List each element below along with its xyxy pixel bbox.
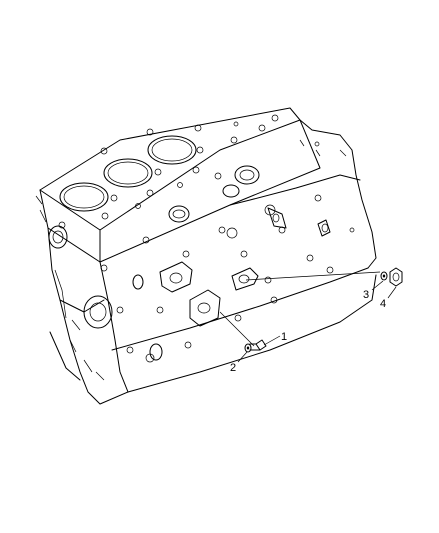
cylinder-bore bbox=[103, 158, 153, 188]
callout-4: 4 bbox=[380, 298, 386, 310]
callout-3: 3 bbox=[363, 289, 369, 301]
mounting-pad bbox=[189, 289, 221, 327]
cylinder-bore bbox=[59, 182, 109, 212]
mounting-pad bbox=[231, 267, 259, 291]
callout-2: 2 bbox=[230, 362, 236, 374]
washer-icon bbox=[380, 271, 388, 281]
plug-icon bbox=[389, 267, 403, 287]
cylinder-bore bbox=[147, 135, 197, 165]
callout-1: 1 bbox=[281, 331, 287, 343]
leader-line bbox=[219, 311, 255, 347]
bolt-icon bbox=[249, 339, 267, 351]
washer-icon bbox=[244, 343, 252, 353]
mounting-pad bbox=[159, 261, 193, 293]
leader-line bbox=[245, 271, 381, 281]
engine-block bbox=[35, 107, 377, 405]
callout-leaders bbox=[237, 280, 397, 363]
